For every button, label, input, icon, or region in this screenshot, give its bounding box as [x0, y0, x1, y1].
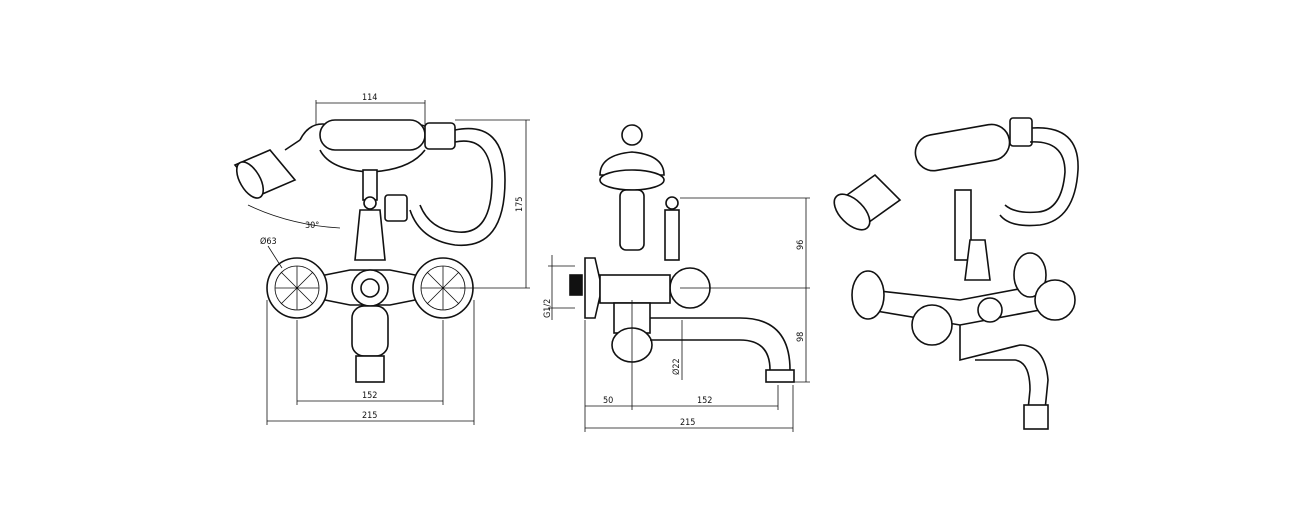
- dim-offset: 50: [603, 396, 613, 406]
- dim-height: 175: [515, 197, 525, 212]
- front-view-drawing: [233, 100, 530, 425]
- dim-spout-diameter: Ø22: [671, 358, 682, 375]
- dim-lower: 98: [796, 332, 806, 342]
- dim-spout: 152: [697, 396, 712, 406]
- side-view-drawing: [548, 124, 810, 432]
- dim-knob-diameter: Ø63: [260, 236, 277, 247]
- isometric-view-drawing: [833, 117, 1079, 430]
- dim-centers: 152: [362, 391, 377, 401]
- dim-handle-width: 114: [362, 93, 377, 103]
- dim-overall-side: 215: [680, 418, 695, 428]
- dim-angle: 30°: [305, 221, 319, 231]
- dim-upper: 96: [796, 240, 806, 250]
- dim-overall-front: 215: [362, 411, 377, 421]
- dim-thread: G1/2: [543, 299, 553, 318]
